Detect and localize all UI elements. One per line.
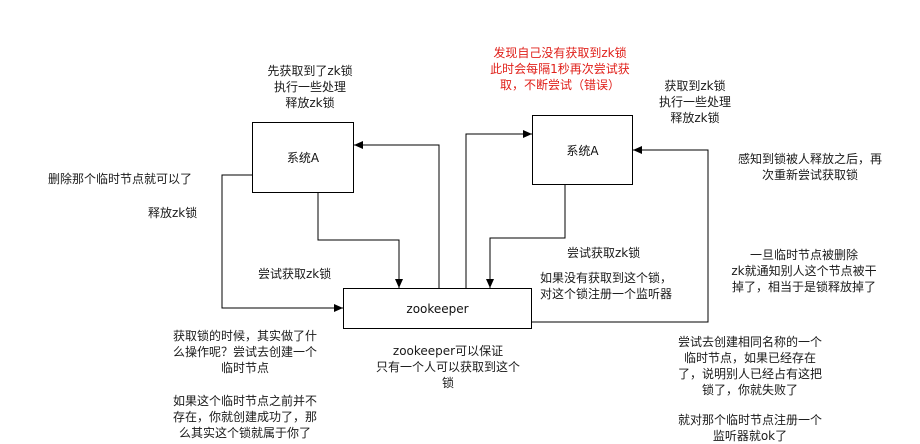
arrow-zk-to-right-system [465, 130, 532, 288]
same-name-explain-note: 尝试去创建相同名称的一个 临时节点，如果已经存在 了，说明别人已经占有这把 锁了… [677, 335, 822, 397]
try-lock-left-note: 尝试获取zk锁 [258, 267, 332, 281]
zk-guarantee-note: zookeeper可以保证 只有一个人可以获取到这个 锁 [375, 344, 520, 390]
zookeeper-box: zookeeper [343, 288, 532, 329]
top-left-note: 先获取到了zk锁 执行一些处理 释放zk锁 [267, 64, 353, 110]
delete-node-note: 删除那个临时节点就可以了 [48, 172, 193, 186]
sense-release-note: 感知到锁被人释放之后，再 次重新尝试获取锁 [737, 152, 882, 182]
zookeeper-label: zookeeper [406, 301, 469, 316]
left-system-label: 系统A [286, 151, 320, 165]
right-system-label: 系统A [566, 143, 599, 158]
arrow-zk-to-left-system [354, 141, 440, 288]
arrow-right-system-to-zk [486, 185, 566, 288]
no-exist-explain-note: 如果这个临时节点之前并不 存在，你就创建成功了，那 么其实这个锁就属于你了 [172, 394, 317, 440]
arrow-left-system-delete-node [221, 174, 343, 312]
try-lock-right-note: 尝试获取zk锁 [567, 246, 641, 260]
register-watch-note: 就对那个临时节点注册一个 监听器就ok了 [677, 413, 822, 443]
release-lock-note: 释放zk锁 [148, 206, 198, 220]
arrow-left-system-to-zk [317, 193, 403, 288]
get-lock-explain-note: 获取锁的时候，其实做了什 么操作呢？尝试去创建一个 临时节点 [172, 329, 317, 375]
right-system-box: 系统A [532, 115, 633, 185]
node-deleted-note: 一旦临时节点被删除 zk就通知别人这个节点被干 掉了，相当于是锁释放掉了 [731, 248, 877, 294]
left-system-box: 系统A [252, 122, 354, 193]
top-red-note: 发现自己没有获取到zk锁 此时会每隔1秒再次尝试获 取，不断尝试（错误） [490, 46, 630, 92]
arrow-zk-notify-right-system [532, 146, 709, 323]
top-right-note: 获取到zk锁 执行一些处理 释放zk锁 [658, 79, 731, 125]
listener-register-note: 如果没有获取到这个锁， 对这个锁注册一个监听器 [540, 271, 673, 301]
